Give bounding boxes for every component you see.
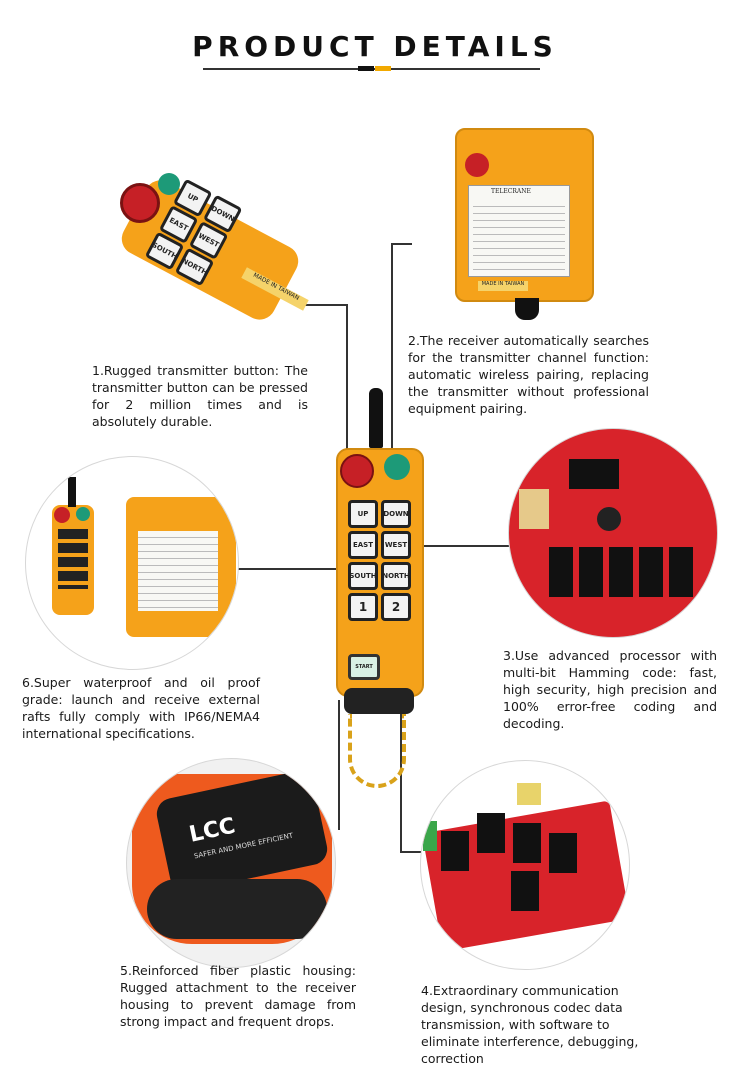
remote-key-icon — [384, 454, 410, 480]
remote-button-west[interactable]: WEST — [381, 531, 411, 559]
remote-button-north[interactable]: NORTH — [381, 562, 411, 590]
feature-5-text: 5.Reinforced fiber plastic housing: Rugg… — [120, 963, 356, 1029]
remote-button-1[interactable]: 1 — [348, 593, 378, 621]
key-switch-icon — [158, 173, 180, 195]
feature-4-text: 4.Extraordinary communication design, sy… — [421, 983, 639, 1066]
receiver-wiring-label: TELECRANE — [468, 185, 570, 277]
wiring-table — [473, 200, 565, 270]
relay-block-1 — [441, 831, 469, 871]
connector-6 — [238, 568, 343, 570]
mini-key-icon — [76, 507, 90, 521]
remote-bottom-mount — [344, 688, 414, 714]
receiver-stop-icon — [465, 153, 489, 177]
connector-3 — [410, 545, 510, 547]
board-chip — [569, 459, 619, 489]
connector-5-vertical — [338, 700, 340, 830]
antenna-icon — [369, 388, 383, 448]
board-connector — [519, 489, 549, 529]
housing-bumper — [147, 879, 327, 939]
remote-button-up[interactable]: UP — [348, 500, 378, 528]
waterproof-photo-circle — [25, 456, 239, 670]
emergency-stop-icon — [120, 183, 160, 223]
connector-4-horizontal — [400, 851, 422, 853]
remote-button-south[interactable]: SOUTH — [348, 562, 378, 590]
mini-button-column — [58, 529, 88, 589]
mini-stop-icon — [54, 507, 70, 523]
feature-2-text: 2.The receiver automatically searches fo… — [408, 333, 649, 416]
board-relay-row — [549, 547, 699, 597]
green-terminal — [423, 821, 437, 851]
transmitter-photo: UP DOWN EAST WEST SOUTH NORTH MADE IN TA… — [100, 165, 309, 340]
receiver-photo: TELECRANE MADE IN TAIWAN — [450, 123, 600, 323]
feature-1-text: 1.Rugged transmitter button: The transmi… — [92, 363, 308, 429]
connector-2-horizontal — [392, 243, 412, 245]
receiver-made-in-label: MADE IN TAIWAN — [478, 281, 528, 291]
mini-antenna-icon — [68, 477, 76, 507]
remote-button-start[interactable]: START — [348, 654, 380, 680]
relay-block-2 — [477, 813, 505, 853]
remote-button-2[interactable]: 2 — [381, 593, 411, 621]
connector-2-vertical — [391, 243, 393, 453]
connector-4-vertical — [400, 700, 402, 852]
remote-button-east[interactable]: EAST — [348, 531, 378, 559]
lanyard-icon — [348, 714, 406, 788]
receiver-brand: TELECRANE — [491, 188, 531, 195]
receiver-cable — [515, 298, 539, 320]
processor-board-circle — [508, 428, 718, 638]
mini-receiver-label — [138, 531, 218, 611]
title-accent-dark — [358, 66, 374, 71]
brand-logo: LCC — [187, 813, 238, 848]
housing-closeup-circle: LCC SAFER AND MORE EFFICIENT — [126, 758, 336, 968]
page-title: PRODUCT DETAILS — [192, 30, 558, 63]
board-capacitor — [597, 507, 621, 531]
connector-1-horizontal — [295, 304, 347, 306]
communication-board-circle — [420, 760, 630, 970]
remote-stop-icon — [340, 454, 374, 488]
relay-block-3 — [513, 823, 541, 863]
central-remote: UP DOWN EAST WEST SOUTH NORTH 1 2 START — [334, 388, 424, 788]
relay-block-5 — [511, 871, 539, 911]
connector-1-vertical — [346, 304, 348, 454]
feature-3-text: 3.Use advanced processor with multi-bit … — [503, 648, 717, 731]
transformer-icon — [517, 783, 541, 805]
relay-block-4 — [549, 833, 577, 873]
feature-6-text: 6.Super waterproof and oil proof grade: … — [22, 675, 260, 741]
remote-button-down[interactable]: DOWN — [381, 500, 411, 528]
title-accent-yellow — [375, 66, 391, 71]
